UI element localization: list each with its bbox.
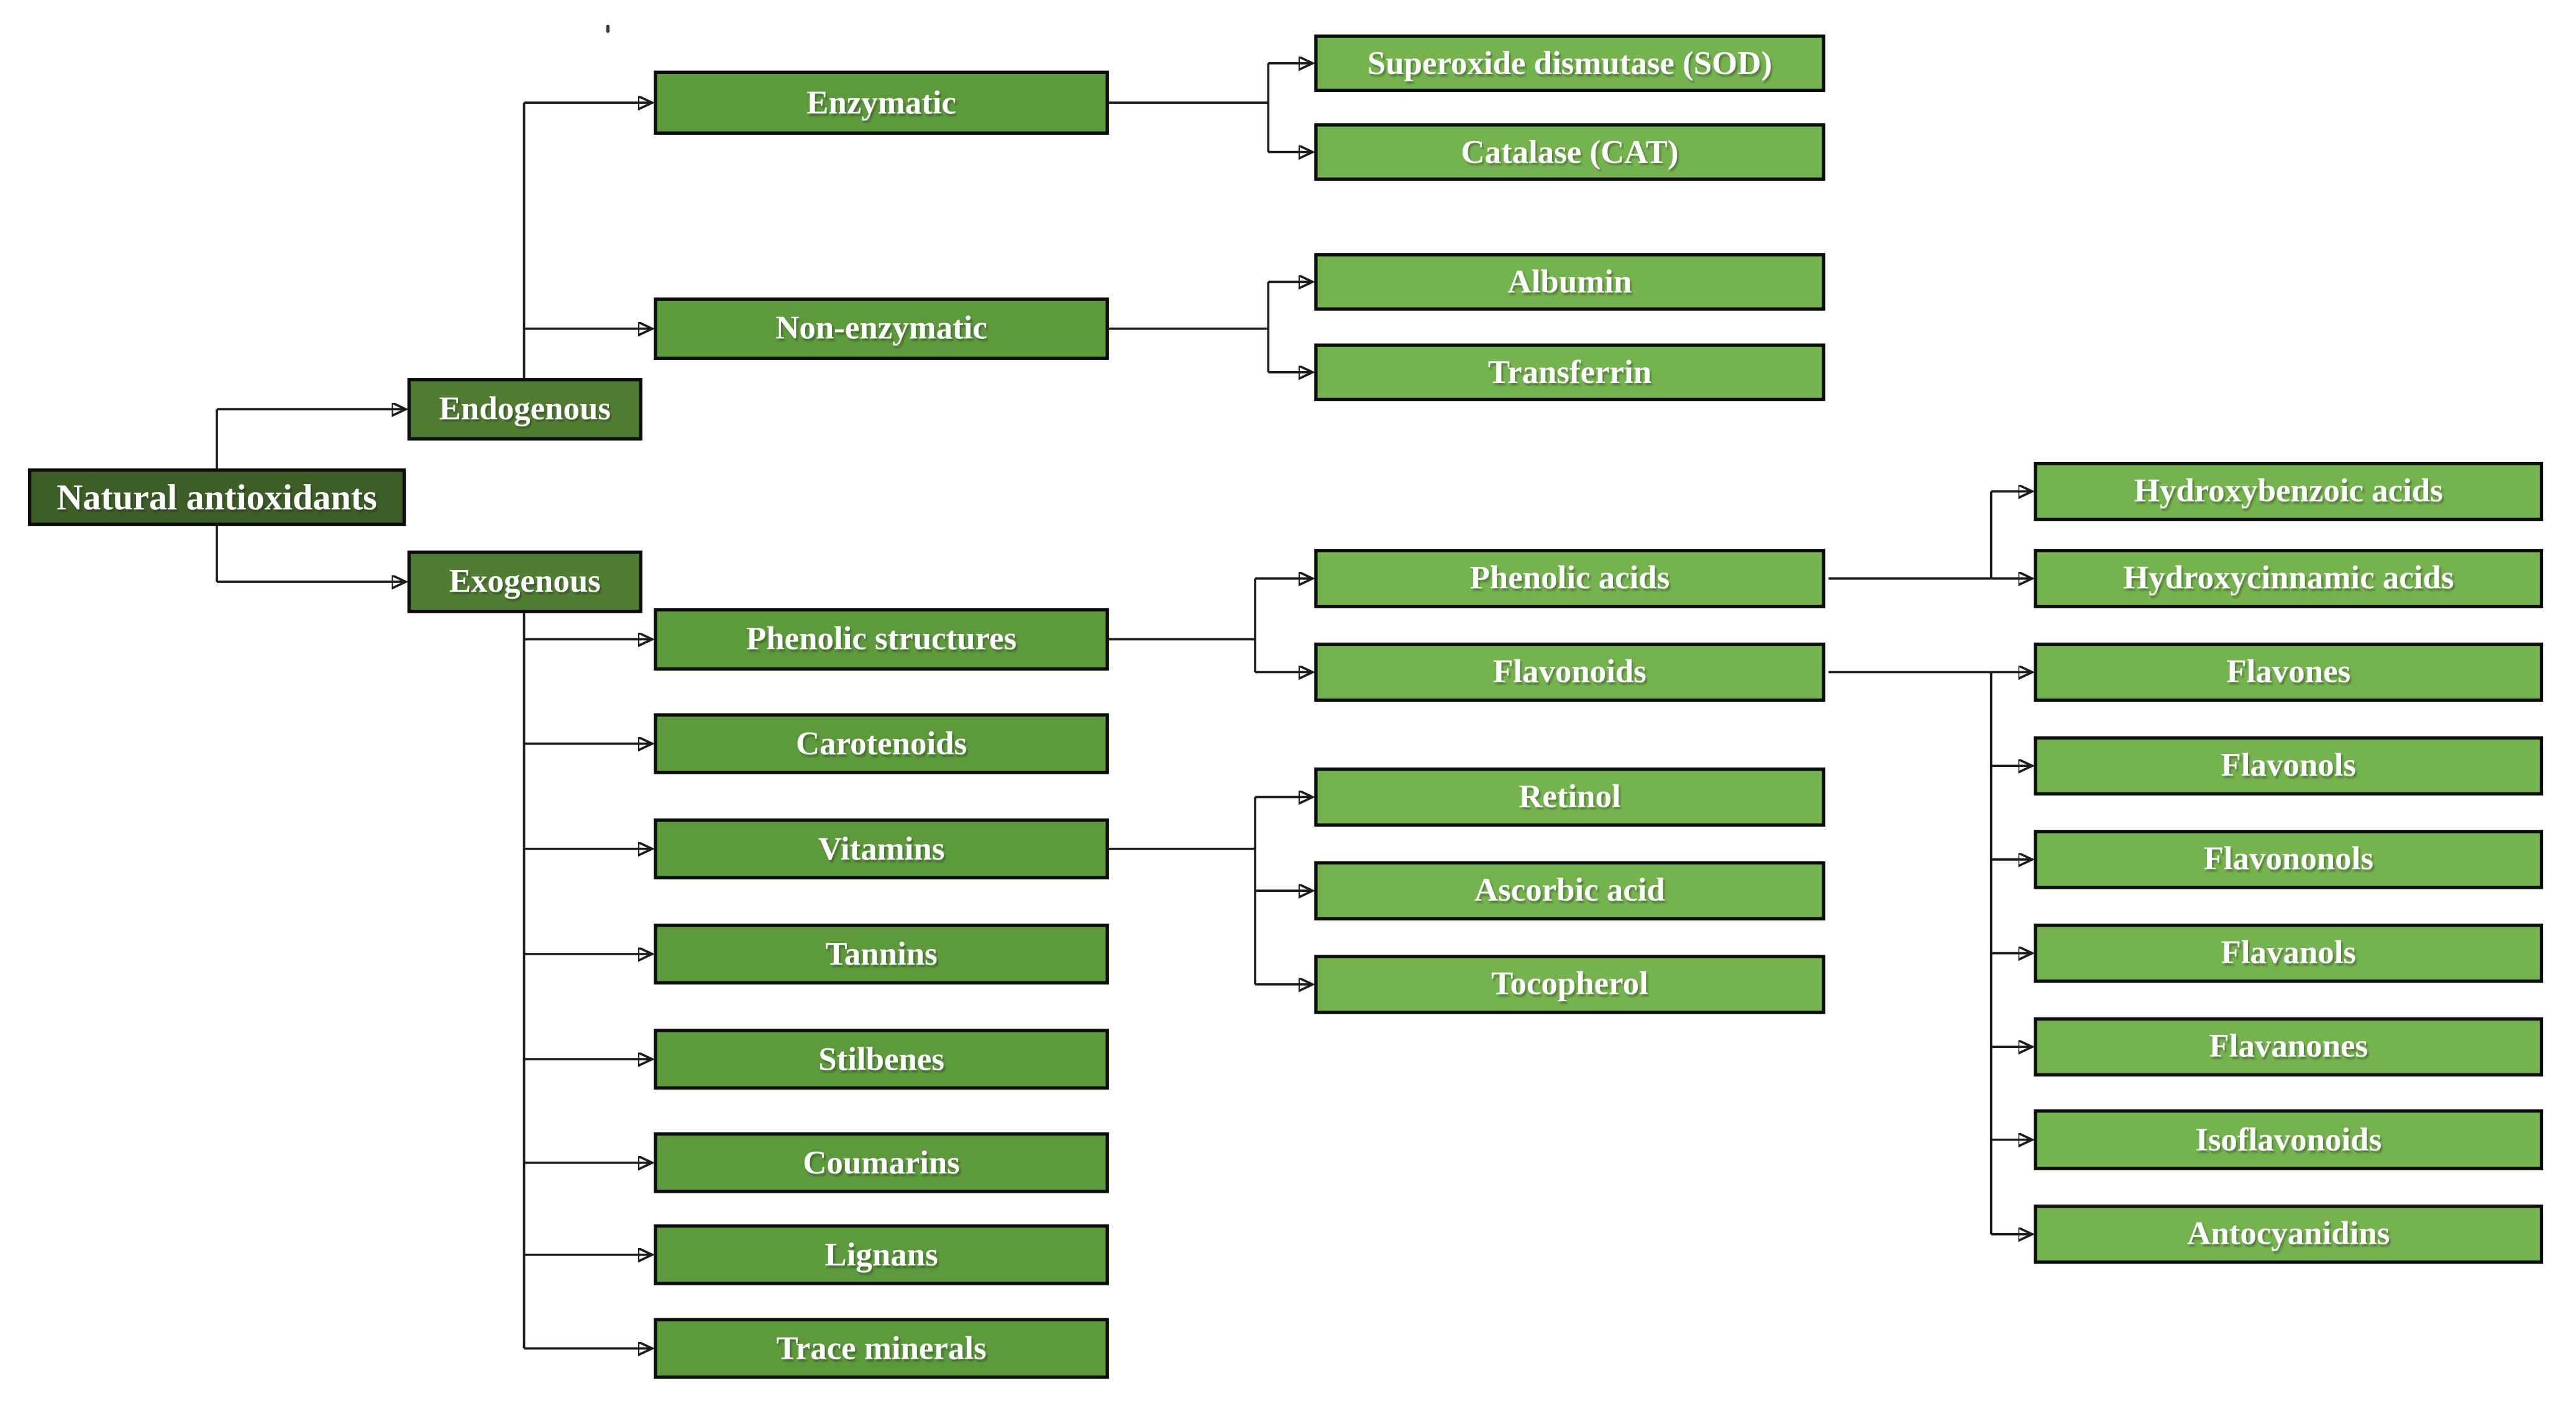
node-flavanones: Flavanones — [2034, 1017, 2544, 1077]
node-tocopherol: Tocopherol — [1314, 955, 1825, 1014]
node-albumin: Albumin — [1314, 253, 1825, 311]
node-carotenoids: Carotenoids — [654, 713, 1109, 774]
node-catalase: Catalase (CAT) — [1314, 123, 1825, 181]
node-flavonoids: Flavonoids — [1314, 642, 1825, 702]
node-hydroxybenzoic-acids: Hydroxybenzoic acids — [2034, 462, 2544, 521]
node-flavanols: Flavanols — [2034, 924, 2544, 983]
node-antocyanidins: Antocyanidins — [2034, 1205, 2544, 1264]
node-vitamins: Vitamins — [654, 818, 1109, 879]
node-lignans: Lignans — [654, 1224, 1109, 1285]
node-superoxide-dismutase: Superoxide dismutase (SOD) — [1314, 34, 1825, 93]
node-flavones: Flavones — [2034, 642, 2544, 702]
connector-segment — [216, 63, 1993, 1349]
node-hydroxycinnamic-acids: Hydroxycinnamic acids — [2034, 549, 2544, 608]
node-flavononols: Flavononols — [2034, 830, 2544, 889]
node-phenolic-acids: Phenolic acids — [1314, 549, 1825, 608]
node-transferrin: Transferrin — [1314, 343, 1825, 402]
node-ascorbic-acid: Ascorbic acid — [1314, 861, 1825, 920]
node-trace-minerals: Trace minerals — [654, 1318, 1109, 1379]
node-coumarins: Coumarins — [654, 1132, 1109, 1193]
node-isoflavonoids: Isoflavonoids — [2034, 1109, 2544, 1170]
node-flavonols: Flavonols — [2034, 736, 2544, 796]
node-endogenous: Endogenous — [407, 378, 642, 441]
node-non-enzymatic: Non-enzymatic — [654, 297, 1109, 360]
node-stilbenes: Stilbenes — [654, 1029, 1109, 1090]
stray-mark — [606, 24, 610, 33]
node-enzymatic: Enzymatic — [654, 70, 1109, 135]
node-tannins: Tannins — [654, 924, 1109, 985]
node-exogenous: Exogenous — [407, 550, 642, 613]
node-retinol: Retinol — [1314, 767, 1825, 827]
node-phenolic-structures: Phenolic structures — [654, 608, 1109, 671]
node-natural-antioxidants: Natural antioxidants — [27, 468, 406, 526]
